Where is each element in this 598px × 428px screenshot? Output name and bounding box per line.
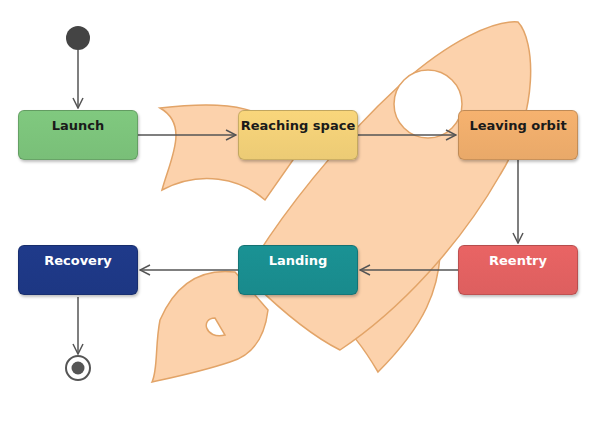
state-label: Reaching space	[239, 118, 357, 133]
state-box: Leaving orbit	[458, 110, 578, 160]
rocket-window	[394, 70, 462, 138]
rocket-body	[245, 22, 531, 350]
state-box: Reaching space	[238, 110, 358, 160]
end-arrow	[77, 297, 79, 354]
transition-arrow	[360, 269, 458, 271]
end-node-dot	[72, 362, 85, 375]
transition-arrow	[517, 160, 519, 243]
state-box: Launch	[18, 110, 138, 160]
start-node	[66, 26, 90, 50]
state-label: Launch	[19, 118, 137, 133]
transition-arrow	[358, 134, 456, 136]
rocket-shape	[152, 22, 531, 382]
start-arrow	[77, 50, 79, 108]
state-box: Recovery	[18, 245, 138, 295]
end-node-ring	[66, 356, 90, 380]
transition-arrow	[140, 269, 238, 271]
state-label: Reentry	[459, 253, 577, 268]
state-box: Reentry	[458, 245, 578, 295]
state-label: Leaving orbit	[459, 118, 577, 133]
state-box: Landing	[238, 245, 358, 295]
transition-arrow	[138, 134, 236, 136]
state-label: Landing	[239, 253, 357, 268]
state-label: Recovery	[19, 253, 137, 268]
